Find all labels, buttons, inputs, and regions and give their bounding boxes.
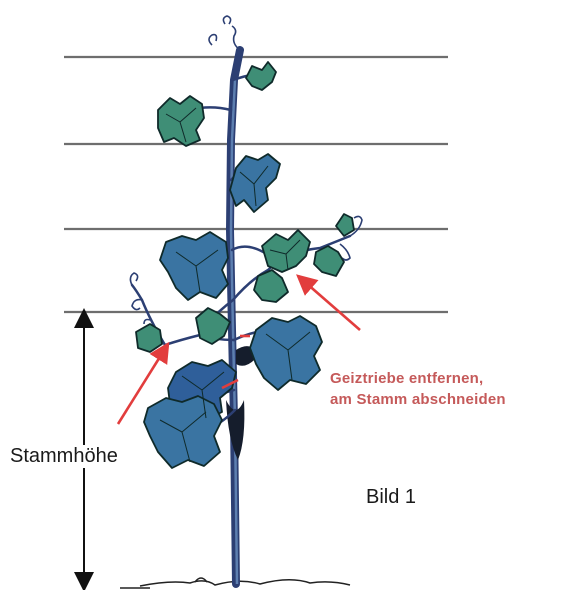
figure-label: Bild 1 [366, 486, 416, 509]
vine-leaves [136, 62, 354, 468]
vine-trunk [226, 50, 258, 584]
leaf-far-left [136, 324, 162, 352]
annotation-line-2: am Stamm abschneiden [330, 389, 506, 410]
leaf-right-small [336, 214, 354, 236]
leaf-right-branch [314, 246, 344, 276]
annotation-text: Geiztriebe entfernen, am Stamm abschneid… [330, 368, 506, 410]
stem-height-label: Stammhöhe [8, 445, 120, 468]
leaf-right-upper [262, 230, 310, 272]
leaf-right-big [250, 316, 322, 390]
leaf-right-lower [254, 270, 288, 302]
annotation-line-1: Geiztriebe entfernen, [330, 368, 506, 389]
leaf-bottom-left [144, 396, 222, 468]
leaf-top-right [246, 62, 276, 90]
leaf-left-large [160, 232, 228, 300]
